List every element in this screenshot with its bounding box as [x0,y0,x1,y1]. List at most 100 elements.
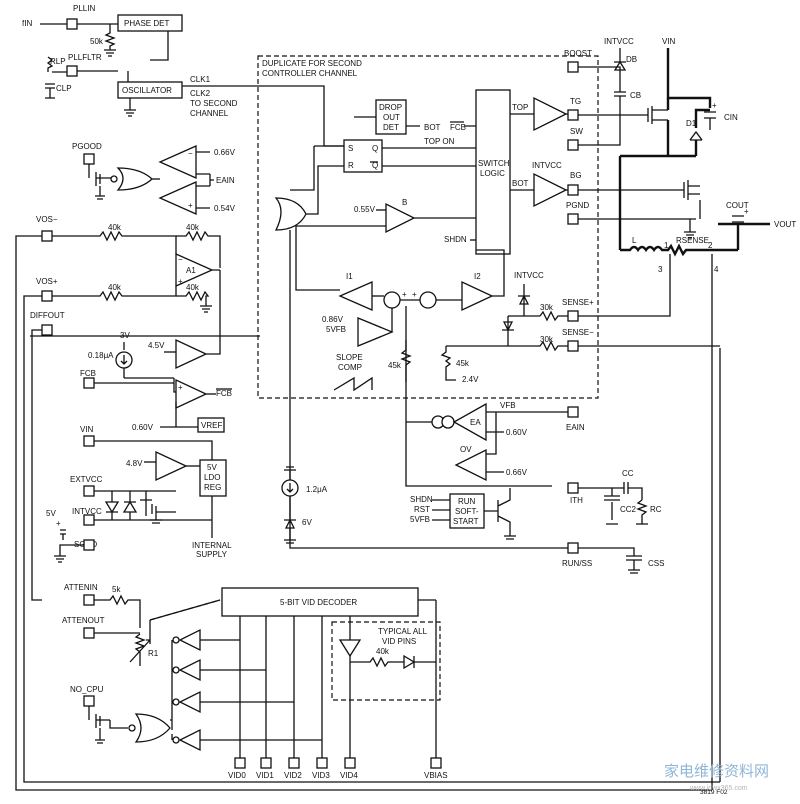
pin-fin [66,18,78,30]
ea-label: EA [470,418,481,427]
pin-fcb-label: FCB [80,369,96,378]
pin-boost-label: BOOST [564,49,592,58]
pin-attenout-label: ATTENOUT [62,616,105,625]
pin-vid4-label: VID4 [340,771,358,780]
i1-label: I1 [346,272,353,281]
pin-vin-label: VIN [80,425,94,434]
pin-sw [567,139,579,151]
figure-number: 3819 F02 [700,789,728,796]
internal-supply-2: SUPPLY [196,550,228,559]
clk1-label: CLK1 [190,75,211,84]
watermark-text: 家电维修资料网 [664,763,769,780]
watermark: 家电维修资料网 www.jdwx365.com [664,763,769,792]
pin-ith-label: ITH [570,496,583,505]
phase-det-block [117,14,183,32]
vref-label: VREF [201,421,222,430]
oscillator-block [117,81,183,99]
pin-tg [567,109,579,121]
i12-label: 1.2μA [306,485,328,494]
v066-label: 0.66V [214,148,236,157]
pin-attenin-label: ATTENIN [64,583,98,592]
pin-attenin [83,594,95,606]
n4-label: 4 [714,265,719,274]
slope-comp-1: SLOPE [336,353,363,362]
pin-vos-plus-label: VOS+ [36,277,58,286]
pin-vbias-label: VBIAS [424,771,448,780]
pin-vid0-label: VID0 [228,771,246,780]
r5k-label: 5k [112,585,121,594]
dropout-3: DET [383,123,399,132]
pin-vid2 [288,757,300,769]
svg-text:−: − [188,149,193,158]
pin-sense-plus-label: SENSE+ [562,298,594,307]
pin-run-ss-label: RUN/SS [562,559,592,568]
pin-intvcc [83,514,95,526]
diff-amp-section: VOS− 40k 40k A1 − + VOS+ 40k 40k DIFFOUT [30,215,221,337]
pin-boost [567,61,579,73]
n1-label: 1 [664,241,669,250]
pin-sw-label: SW [570,127,583,136]
pin-vid1 [260,757,272,769]
pin-pgood-label: PGOOD [72,142,102,151]
eain-label: EAIN [216,176,235,185]
ov-comp [454,448,487,482]
intvcc-mid-label: INTVCC [532,161,562,170]
rc-label: RC [650,505,662,514]
i2-label: I2 [474,272,481,281]
svg-text:+: + [412,290,417,299]
pin-vos-minus [41,230,53,242]
svg-text:R: R [348,161,354,170]
top-label: TOP [512,103,528,112]
rlp-label: RLP [50,57,66,66]
vid-buffers [170,628,322,752]
atten-section: ATTENIN 5k ATTENOUT R1 [62,583,159,666]
pin-eain-label: EAIN [566,423,585,432]
svg-text:+: + [402,290,407,299]
clp-label: CLP [56,84,72,93]
dropout-1: DROP [379,103,402,112]
power-stage: INTVCC DB VIN BOOST CB TG SW D1 CIN + BG… [562,37,796,352]
svg-text:Q: Q [372,161,378,170]
duplicate-note-1: DUPLICATE FOR SECOND [262,59,362,68]
vid-decoder-block [221,587,419,617]
svg-text:S: S [348,144,353,153]
pgood-comp-lower [158,180,197,216]
r50k-label: 50k [90,37,104,46]
ldo-comp [155,450,188,482]
v3-label: 3V [120,331,130,340]
pin-vid3 [316,757,328,769]
or-gate [274,197,307,231]
pin-ith [567,482,579,494]
run-label-3: START [453,517,479,526]
bg-driver [533,172,568,208]
r45k-b-label: 45k [456,359,470,368]
pin-fcb [83,377,95,389]
pin-intvcc-label: INTVCC [72,507,102,516]
pgood-section: PGOOD − + 0.66V EAIN 0.54V [72,142,236,216]
duplicate-note-2: CONTROLLER CHANNEL [262,69,358,78]
vid-section: NO_CPU 5-BIT VID DECODER TYPICAL ALL VID… [70,587,448,780]
pin-pgnd-label: PGND [566,201,589,210]
pin-pllfltr-label: PLLFLTR [68,53,102,62]
controller-channel: DUPLICATE FOR SECOND CONTROLLER CHANNEL … [257,55,599,549]
comp-5vfb [357,317,394,347]
pin-pgnd [567,213,579,225]
left-bus-wires [15,235,721,791]
svg-text:Q: Q [372,144,378,153]
svg-text:+: + [712,101,717,110]
vfb-label: VFB [500,401,516,410]
pin-fin-label: fIN [22,19,32,28]
comp-4v5 [175,338,208,370]
css-label: CSS [648,559,664,568]
switch-logic-1: SWITCH [478,159,510,168]
pin-vin [83,435,95,447]
pgood-comp-upper [158,144,197,180]
ldo-label-3: REG [204,483,221,492]
cout-label: COUT [726,201,749,210]
pin-bg [567,184,579,196]
phase-det-label: PHASE DET [124,19,169,28]
shdn-label: SHDN [444,235,467,244]
slope-comp-2: COMP [338,363,362,372]
svg-text:+: + [744,207,749,216]
